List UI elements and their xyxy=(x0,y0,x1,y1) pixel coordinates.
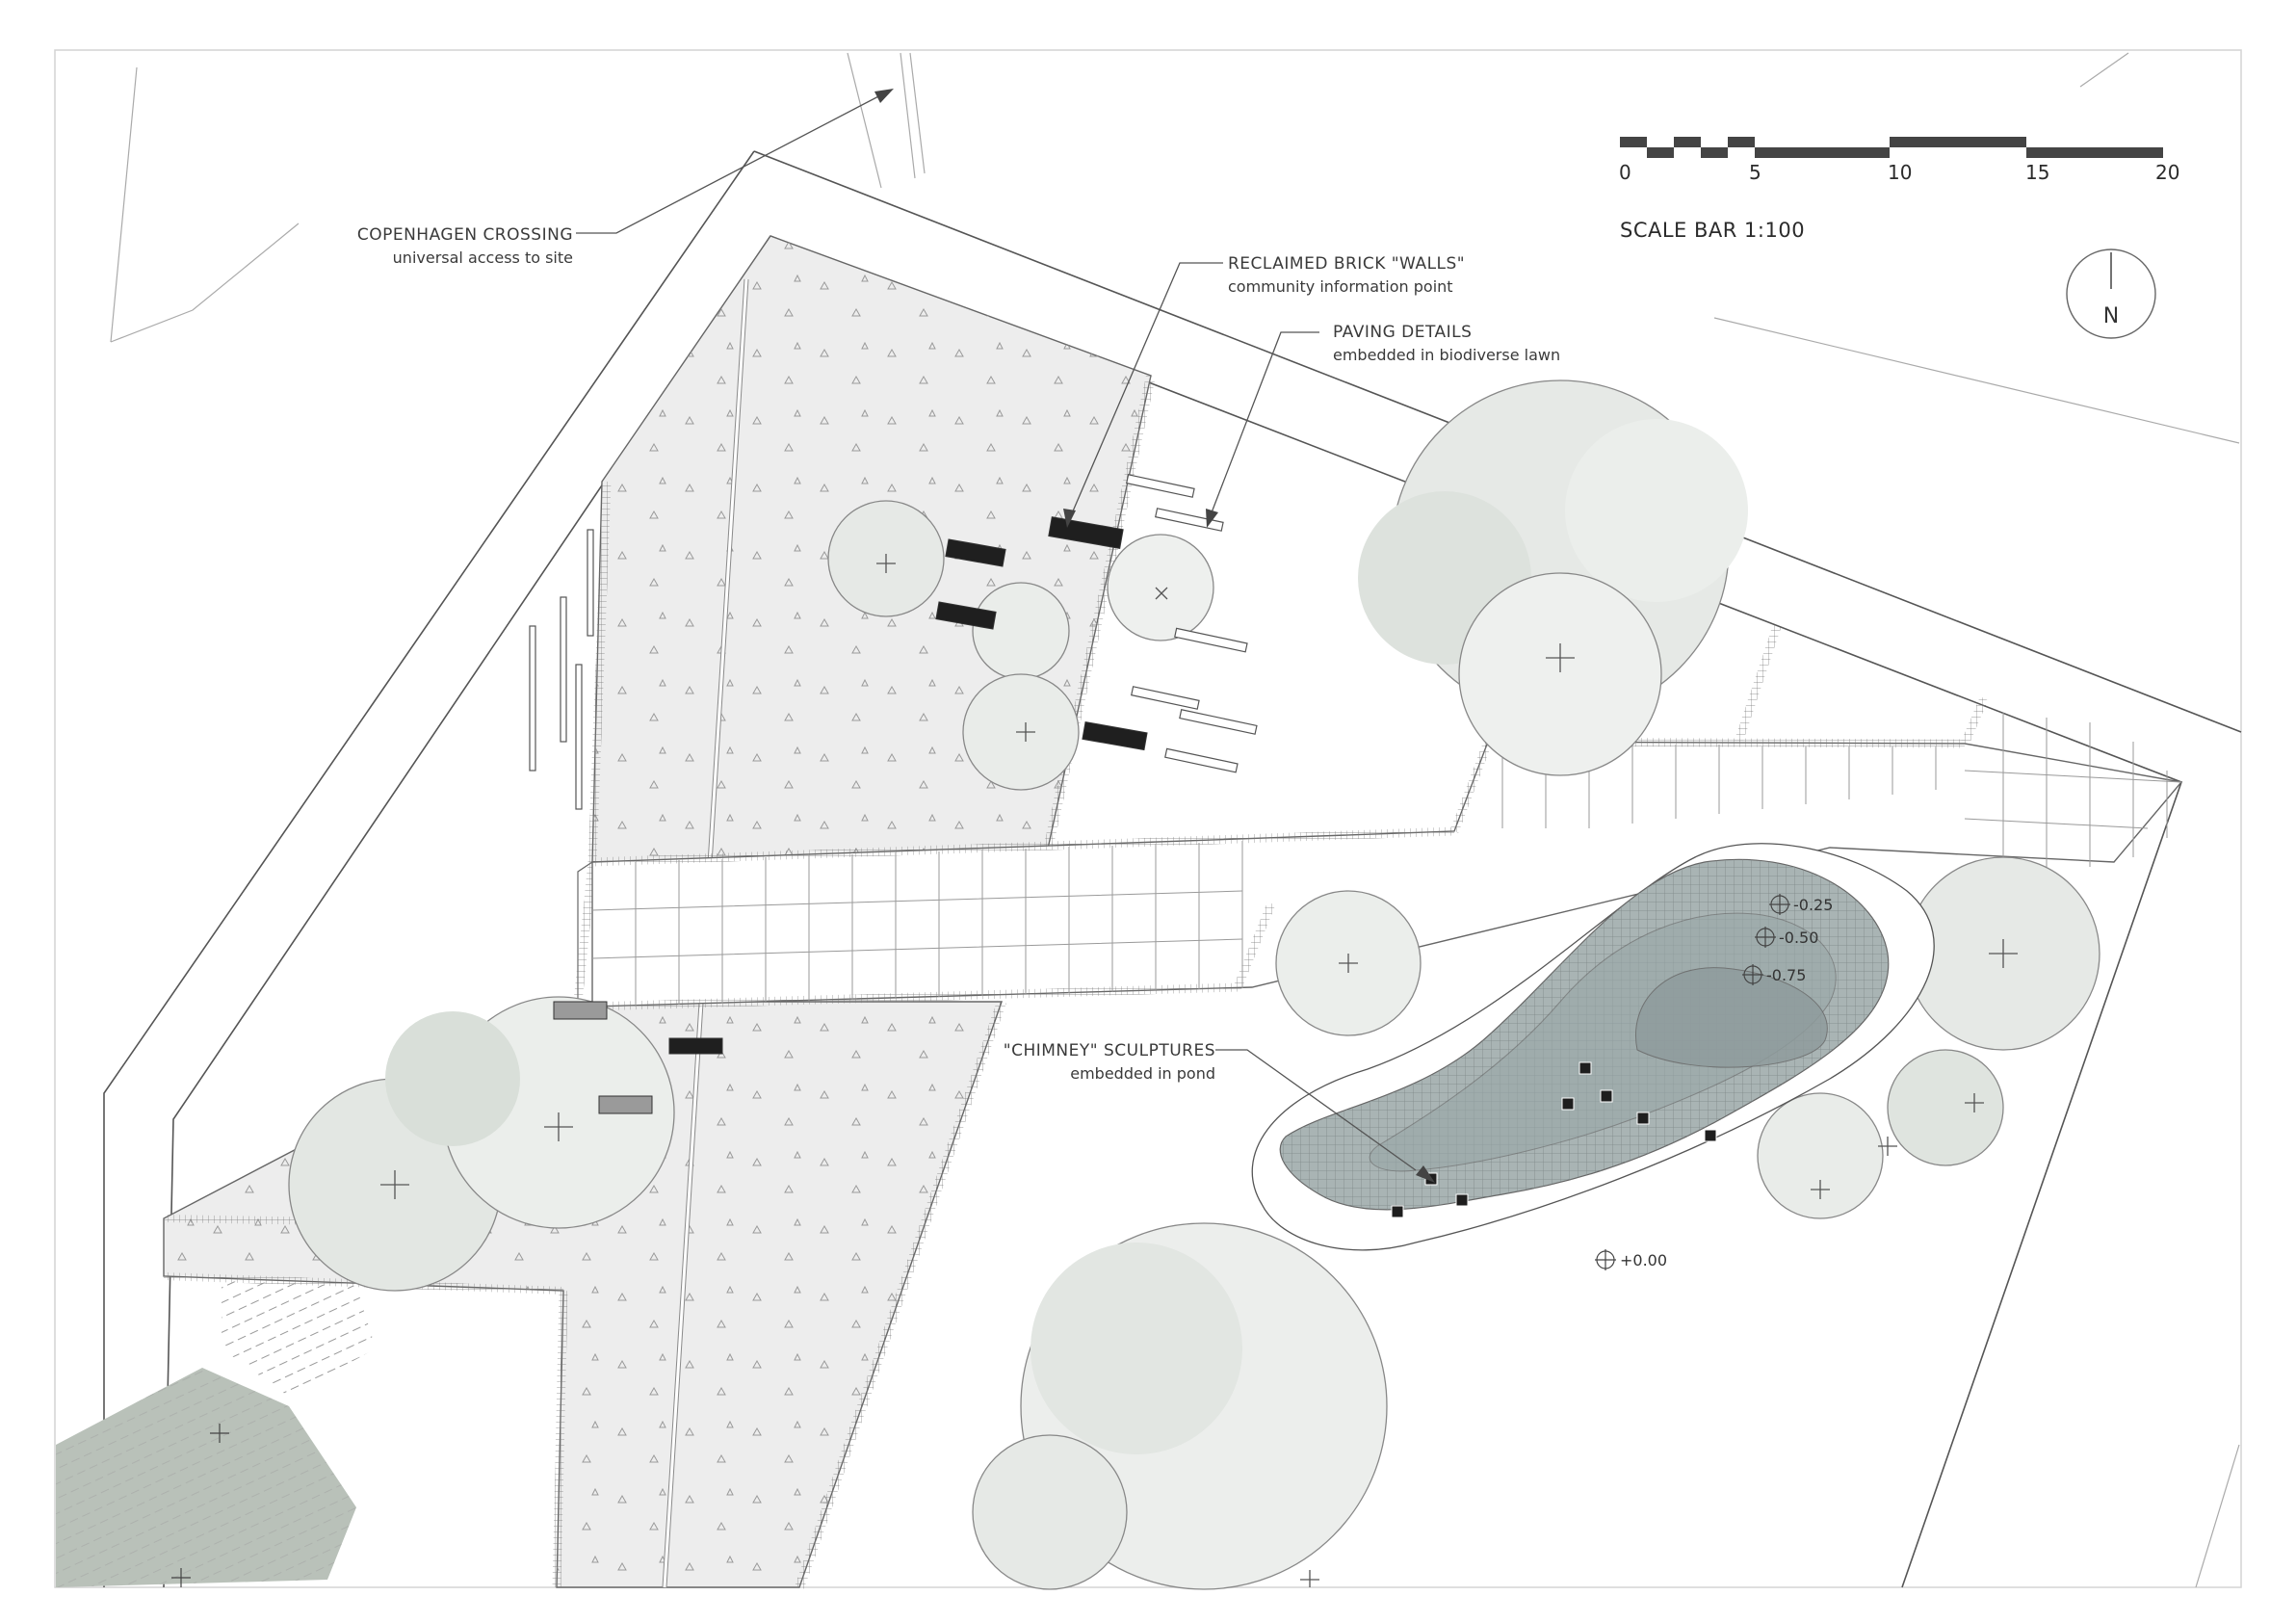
paving-benches xyxy=(529,474,1258,810)
callout-paving-title: PAVING DETAILS xyxy=(1333,323,1472,342)
level-labels: -0.25 -0.50 -0.75 +0.00 xyxy=(1620,896,1833,1269)
level-label-2: -0.50 xyxy=(1779,929,1818,947)
level-label-3: -0.75 xyxy=(1766,966,1806,984)
chimney-sculptures xyxy=(1391,1061,1717,1218)
north-arrow-icon: N xyxy=(2066,249,2156,339)
pond xyxy=(1251,843,1935,1251)
callout-copenhagen: COPENHAGEN CROSSING universal access to … xyxy=(357,225,573,267)
north-label: N xyxy=(2103,304,2119,328)
callout-arrowheads xyxy=(874,89,1435,1183)
level-label-1: -0.25 xyxy=(1793,896,1833,914)
callout-chimney-title: "CHIMNEY" SCULPTURES xyxy=(1004,1041,1215,1060)
tree-canopies xyxy=(288,379,2100,1590)
tree-center xyxy=(1275,890,1422,1036)
callout-paving-sub: embedded in biodiverse lawn xyxy=(1333,346,1560,364)
scale-tick-15: 15 xyxy=(2025,161,2049,184)
scale-tick-20: 20 xyxy=(2155,161,2179,184)
callout-brick-sub: community information point xyxy=(1228,277,1453,296)
tree-large-top-right xyxy=(1358,379,1748,776)
trees-left-cluster xyxy=(288,996,675,1292)
level-label-4: +0.00 xyxy=(1620,1251,1667,1269)
callout-paving: PAVING DETAILS embedded in biodiverse la… xyxy=(1333,323,1560,364)
callout-copenhagen-sub: universal access to site xyxy=(393,249,573,267)
paving-band xyxy=(591,624,2183,1011)
trees-right-cluster xyxy=(1757,856,2100,1219)
callout-chimney: "CHIMNEY" SCULPTURES embedded in pond xyxy=(1004,1041,1215,1083)
level-markers xyxy=(1595,894,1790,1270)
striped-planting xyxy=(222,1281,376,1397)
scale-tick-10: 10 xyxy=(1888,161,1912,184)
tree-large-bottom xyxy=(972,1222,1388,1590)
scale-bar xyxy=(1620,137,2163,158)
scale-bar-ticks: 0 5 10 15 20 xyxy=(1619,161,2179,184)
brick-walls xyxy=(553,516,1148,1114)
callout-copenhagen-title: COPENHAGEN CROSSING xyxy=(357,225,573,245)
callout-chimney-sub: embedded in pond xyxy=(1070,1064,1215,1083)
scale-bar-title: SCALE BAR 1:100 xyxy=(1620,219,1805,242)
callout-brick-title: RECLAIMED BRICK "WALLS" xyxy=(1228,254,1465,274)
scale-tick-0: 0 xyxy=(1619,161,1631,184)
callout-brick: RECLAIMED BRICK "WALLS" community inform… xyxy=(1228,254,1465,296)
sheet-frame xyxy=(54,49,2242,1588)
context-lines xyxy=(110,52,2240,1588)
tree-top-cluster xyxy=(827,500,1214,791)
scale-tick-5: 5 xyxy=(1749,161,1761,184)
shade-area xyxy=(56,1368,356,1587)
callout-leaders xyxy=(576,92,1417,1171)
